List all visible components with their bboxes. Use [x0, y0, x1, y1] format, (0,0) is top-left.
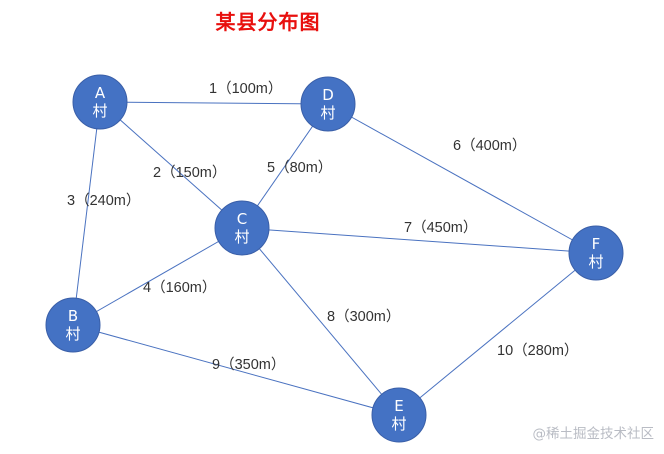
edge-b-e: [72, 324, 400, 416]
node-village-label: 村: [234, 228, 249, 246]
village-node-a: A村: [72, 74, 128, 130]
node-letter: C: [237, 210, 247, 228]
edge-a-b: [72, 101, 101, 326]
edge-label-9: 9（350m）: [212, 356, 285, 373]
edge-label-8: 8（300m）: [327, 308, 400, 325]
node-letter: A: [95, 84, 106, 102]
node-circle: [300, 76, 356, 132]
edge-b-c: [72, 227, 243, 326]
node-village-label: 村: [391, 415, 406, 433]
node-village-label: 村: [588, 253, 603, 271]
edge-e-f: [398, 252, 597, 416]
edge-label-7: 7（450m）: [404, 219, 477, 236]
edge-a-d: [99, 101, 329, 105]
edge-label-5: 5（80m）: [267, 159, 332, 176]
edge-c-f: [241, 227, 597, 254]
node-village-label: 村: [65, 325, 80, 343]
edge-label-10: 10（280m）: [497, 342, 578, 359]
watermark-text: @稀土掘金技术社区: [532, 426, 655, 442]
diagram-title: 某县分布图: [215, 10, 321, 34]
edge-a-c: [99, 101, 243, 229]
node-circle: [371, 387, 427, 443]
node-circle: [72, 74, 128, 130]
village-node-c: C村: [214, 200, 270, 256]
node-circle: [568, 225, 624, 281]
node-circle: [214, 200, 270, 256]
node-circle: [45, 297, 101, 353]
edge-c-e: [241, 227, 400, 416]
node-letter: F: [592, 235, 601, 253]
edge-label-4: 4（160m）: [143, 279, 216, 296]
edge-label-1: 1（100m）: [209, 80, 282, 97]
node-letter: B: [68, 307, 78, 325]
village-node-b: B村: [45, 297, 101, 353]
edge-d-f: [327, 103, 597, 254]
edge-label-3: 3（240m）: [67, 192, 140, 209]
village-node-e: E村: [371, 387, 427, 443]
village-node-f: F村: [568, 225, 624, 281]
edge-label-6: 6（400m）: [453, 137, 526, 154]
node-village-label: 村: [320, 104, 335, 122]
edge-label-2: 2（150m）: [153, 164, 226, 181]
village-node-d: D村: [300, 76, 356, 132]
node-letter: D: [322, 86, 334, 104]
node-letter: E: [394, 397, 403, 415]
node-village-label: 村: [92, 102, 107, 120]
